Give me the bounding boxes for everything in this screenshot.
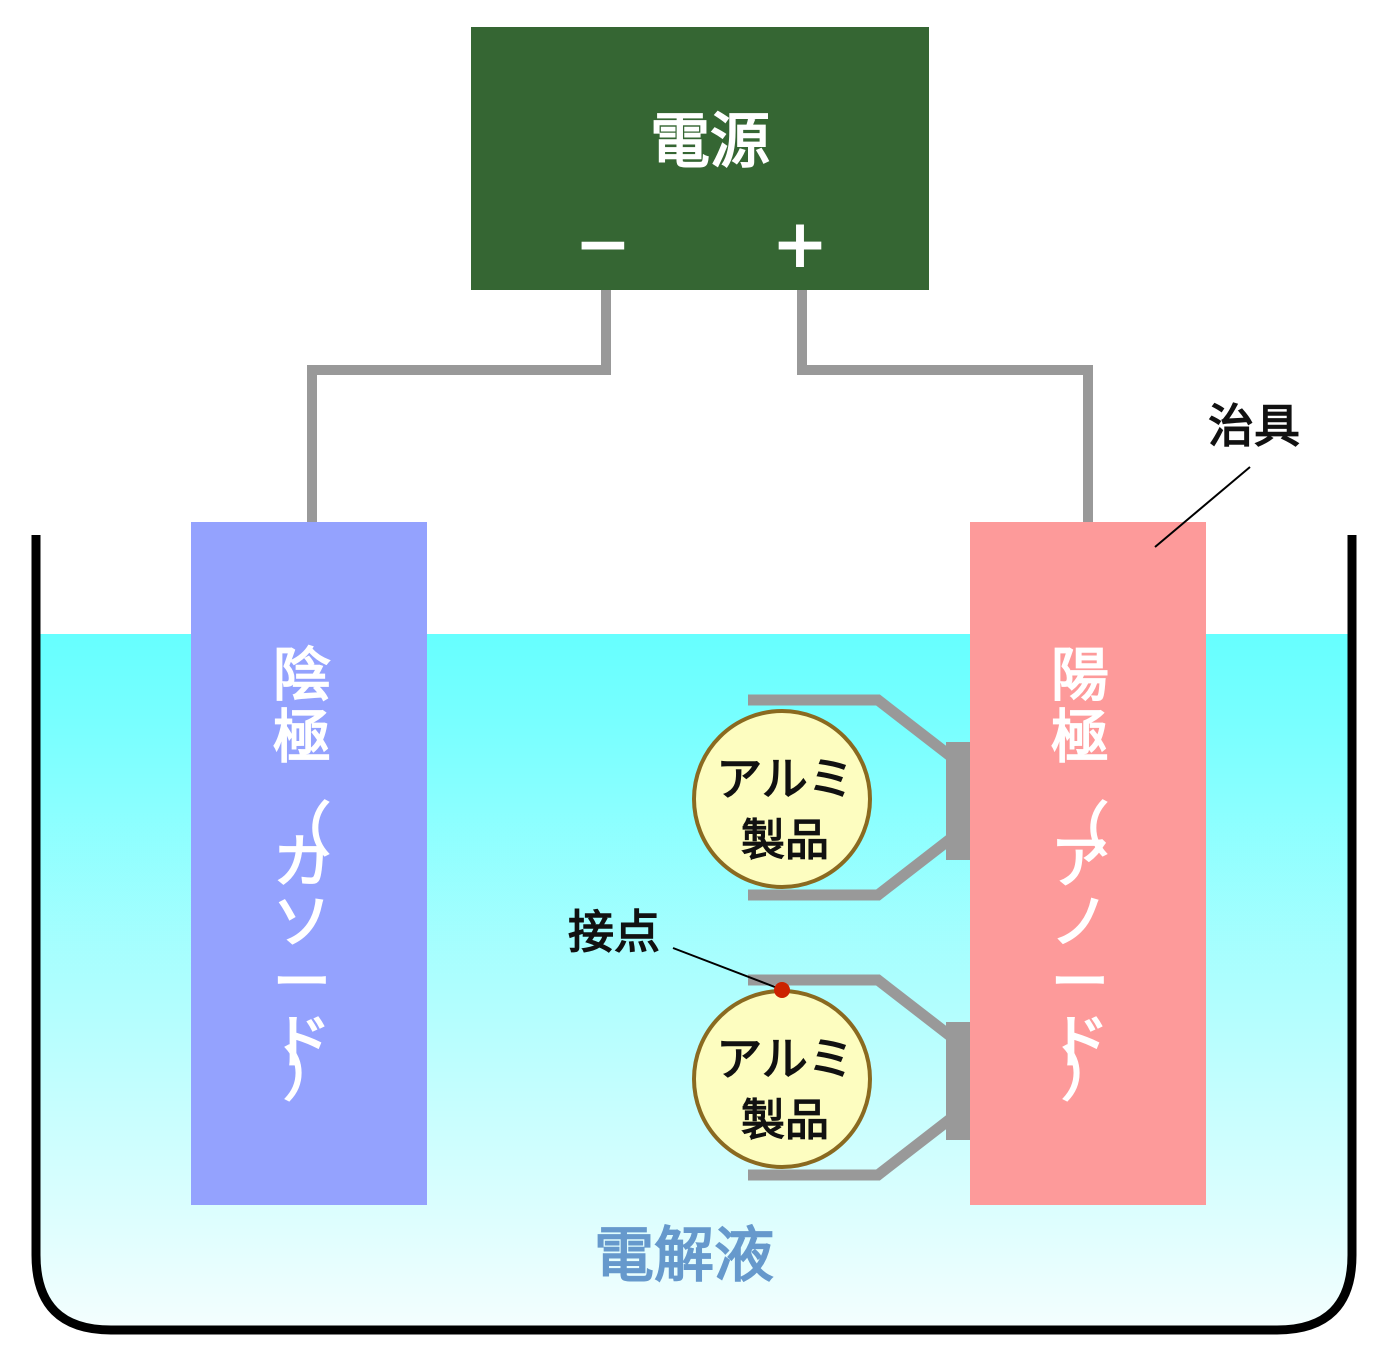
product-lower-line1: アルミ — [716, 1032, 854, 1086]
product-upper-line1: アルミ — [716, 752, 854, 806]
contact-point — [774, 982, 790, 998]
contact-label: 接点 — [568, 905, 660, 959]
power-supply — [471, 27, 929, 290]
anode — [970, 522, 1206, 1205]
jig-leader-line — [1154, 466, 1251, 548]
electrolyte-label: 電解液 — [594, 1221, 774, 1291]
power-supply-label: 電源 — [650, 107, 770, 177]
wire-positive — [797, 290, 1093, 523]
product-lower-line2: 製品 — [741, 1095, 829, 1146]
product-upper-line2: 製品 — [741, 815, 829, 866]
plus-terminal: + — [772, 205, 829, 284]
jig-upper — [748, 694, 970, 901]
contact-leader-line — [672, 947, 781, 990]
cathode — [191, 522, 427, 1205]
aluminum-product-upper — [692, 709, 872, 889]
cathode-label: 陰 極 （ カ ソ ー ド ） — [273, 641, 351, 1109]
minus-terminal: − — [575, 205, 632, 284]
jig-label: 治具 — [1208, 399, 1300, 453]
jig-lower — [748, 974, 970, 1181]
tank — [31, 535, 1357, 1335]
anode-label: 陽 極 （ ア ノ ー ド ） — [1051, 641, 1129, 1109]
wire-negative — [307, 290, 611, 523]
